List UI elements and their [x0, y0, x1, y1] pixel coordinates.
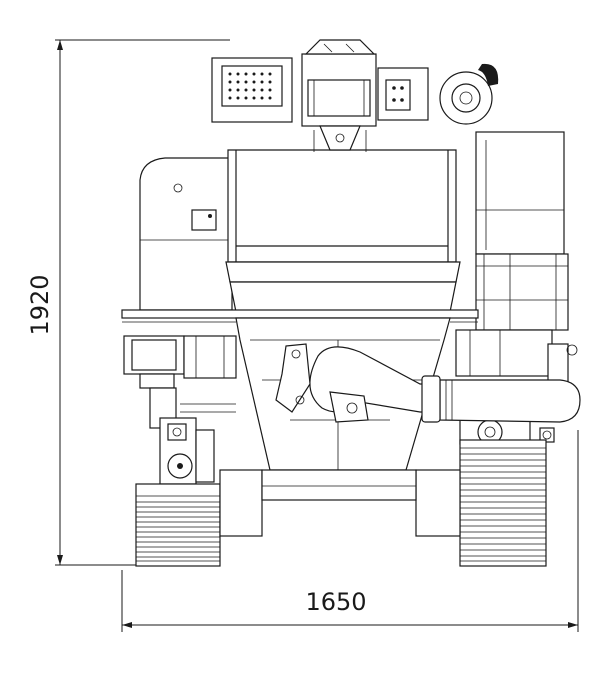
width-dimension: 1650 [121, 430, 579, 632]
height-dimension: 1920 [26, 39, 230, 566]
right-cabinet [475, 131, 565, 255]
right-frame [475, 253, 569, 331]
height-dimension-label: 1920 [26, 274, 54, 335]
undercarriage [261, 469, 417, 501]
machine-front-view [121, 39, 581, 567]
width-dimension-label: 1650 [305, 588, 366, 616]
right-track [415, 439, 547, 567]
hopper [227, 149, 457, 263]
housing-bolt [173, 183, 183, 193]
top-winch-drum [439, 71, 493, 125]
panel-vent-dots [228, 72, 272, 100]
main-beam [121, 309, 479, 319]
housing-plate [191, 209, 217, 231]
pipe-elbow [439, 379, 581, 423]
left-side-housing [139, 157, 233, 311]
left-track [135, 469, 263, 567]
